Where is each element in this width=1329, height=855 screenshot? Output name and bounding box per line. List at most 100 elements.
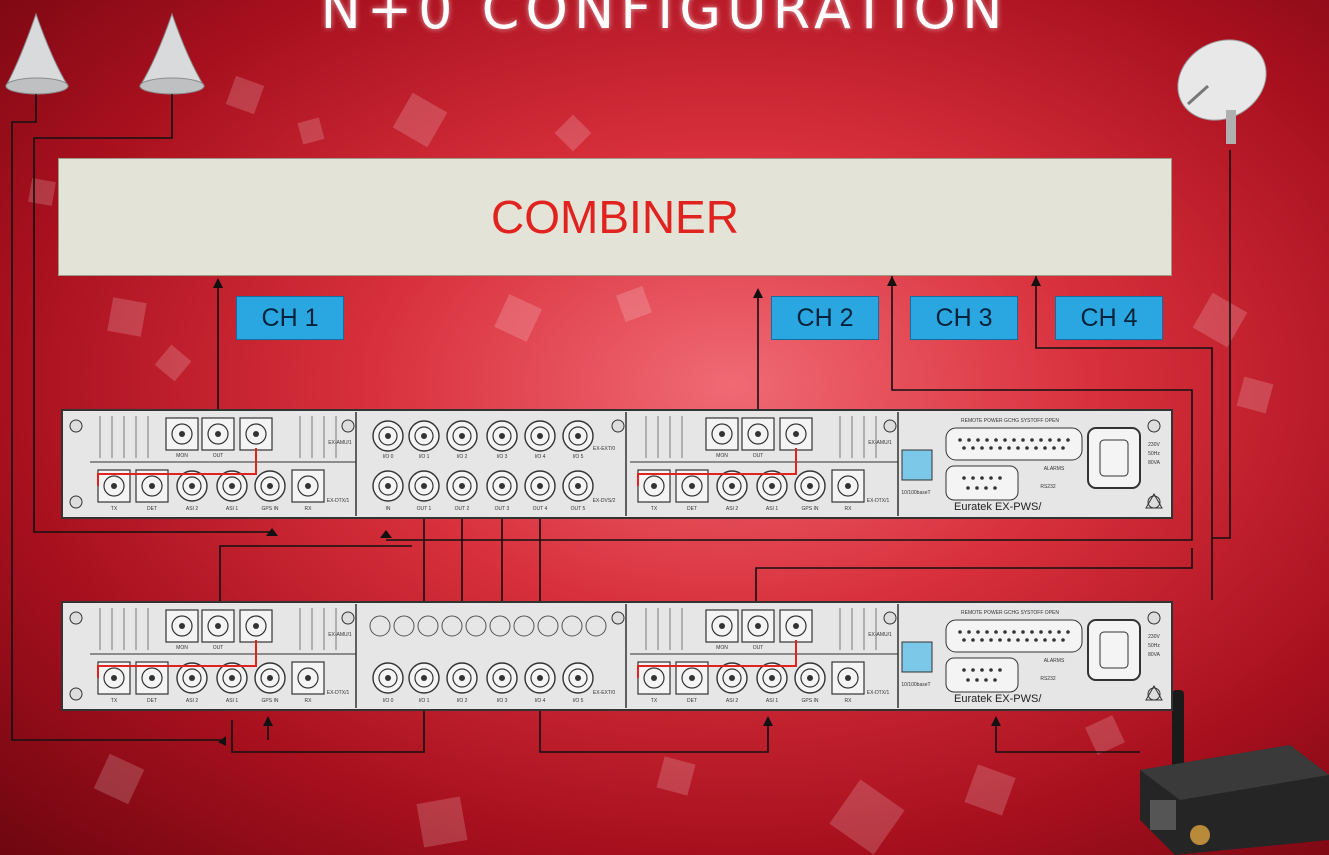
page-title: N+0 CONFIGURATION [320,0,1009,41]
gps-antenna-icon [5,12,69,95]
dtx-port-label: GPS IN [262,698,279,704]
dtx-right-port-2-ring [722,668,742,688]
amu-mon-label: MON [176,453,188,459]
dtx-port-label: TX [111,506,118,512]
blank-port [561,615,583,637]
db-pin [967,438,971,442]
io-port-4-ring [530,426,550,446]
dtx-port-label: GPS IN [802,506,819,512]
dtx-left-port-4-pin [267,483,273,489]
pws-rs232-label: RS232 [1040,676,1056,682]
pws-power-label: 80VA [1148,652,1161,658]
db-pin [989,446,993,450]
iec-power-inlet-icon [1087,619,1141,681]
dtx-left-port-5-ring [297,475,319,497]
dvs-port-label: OUT 5 [571,506,586,512]
dvs-port-4-ring [530,476,550,496]
dtx-right-port-3-pin [769,675,775,681]
dtx-left-port-5 [291,661,325,695]
io-port-5-ring [568,426,588,446]
db-pin [1066,438,1070,442]
io-port-5-pin [575,433,581,439]
pws-power-label: 230V [1148,634,1160,640]
pws-alarm-label: ALARMS [1044,466,1065,472]
dtx-port-label: DET [687,698,697,704]
dtx-port-label: ASI 2 [186,506,198,512]
pws-alarm-label: ALARMS [1044,658,1065,664]
warning-icon [1145,684,1163,701]
amu-right-port-1-pin [755,431,761,437]
db-pin [1052,638,1056,642]
db-pin [1066,630,1070,634]
db-pin [962,446,966,450]
dvs-port-1-ring [414,476,434,496]
io-port-label: I/O 5 [573,454,584,460]
dtx-port-label: ASI 1 [766,698,778,704]
dtx-left-port-1-ring [141,667,163,689]
db-pin [994,438,998,442]
db-pin [1021,630,1025,634]
dtx-port-label: ASI 2 [726,698,738,704]
db-pin [998,446,1002,450]
db9-connector [945,657,1019,693]
io-port-3-pin [499,433,505,439]
db-pin [962,668,966,672]
screw-icon [611,419,625,433]
screw-icon [1147,419,1161,433]
dtx-left-port-3-ring [222,476,242,496]
io-port-2-pin [459,433,465,439]
db-pin [971,668,975,672]
blank-port [513,615,535,637]
db-pin [998,668,1002,672]
combiner-box: COMBINER [58,158,1172,276]
io-port-1-ring [414,668,434,688]
io-port-label: I/O 4 [535,454,546,460]
dtx-left-port-0-pin [111,675,117,681]
dvs-port-label: OUT 4 [533,506,548,512]
internal-rf-path [97,448,257,486]
db-pin [971,638,975,642]
db25-connector [945,427,1083,461]
blank-port [441,615,463,637]
pws-power-label: 50Hz [1148,451,1160,457]
io-port-2-pin [459,675,465,681]
channel-label-ch4: CH 4 [1055,296,1163,340]
db25-connector [945,619,1083,653]
dtx-right-port-0-ring [643,667,665,689]
gsm-modem-icon [1140,690,1329,855]
dvs-port-2-pin [459,483,465,489]
dvs-port-2-ring [452,476,472,496]
amu-right-port-2-pin [793,623,799,629]
dvs-port-label: OUT 3 [495,506,510,512]
db-pin [980,638,984,642]
warning-icon [1145,492,1163,509]
io-name-label: EX-EXT/0 [593,690,615,696]
dtx-right-port-0-pin [651,483,657,489]
screw-icon [883,611,897,625]
io-port-3-ring [492,426,512,446]
io-port-label: I/O 0 [383,698,394,704]
pws-ethernet-label: 10/100baseT [901,682,930,688]
amu-name-label: EX-AMU/1 [868,632,892,638]
dtx-right-port-4-pin [807,483,813,489]
io-port-label: I/O 5 [573,698,584,704]
db-pin [1030,630,1034,634]
db-pin [971,476,975,480]
amu-left-port-2-pin [253,623,259,629]
dtx-right-port-1-ring [681,667,703,689]
dtx-port-label: ASI 1 [226,506,238,512]
dtx-right-port-1-pin [689,483,695,489]
amu-right-port-0-ring [711,423,733,445]
db-pin [1016,638,1020,642]
io-port-label: I/O 2 [457,698,468,704]
io-port-2-ring [452,426,472,446]
db-pin [989,638,993,642]
dvs-port-label: OUT 1 [417,506,432,512]
db-pin [966,678,970,682]
amu-right-port-1-pin [755,623,761,629]
dtx-port-label: RX [845,506,853,512]
db-pin [1016,446,1020,450]
dvs-port-label: IN [386,506,391,512]
